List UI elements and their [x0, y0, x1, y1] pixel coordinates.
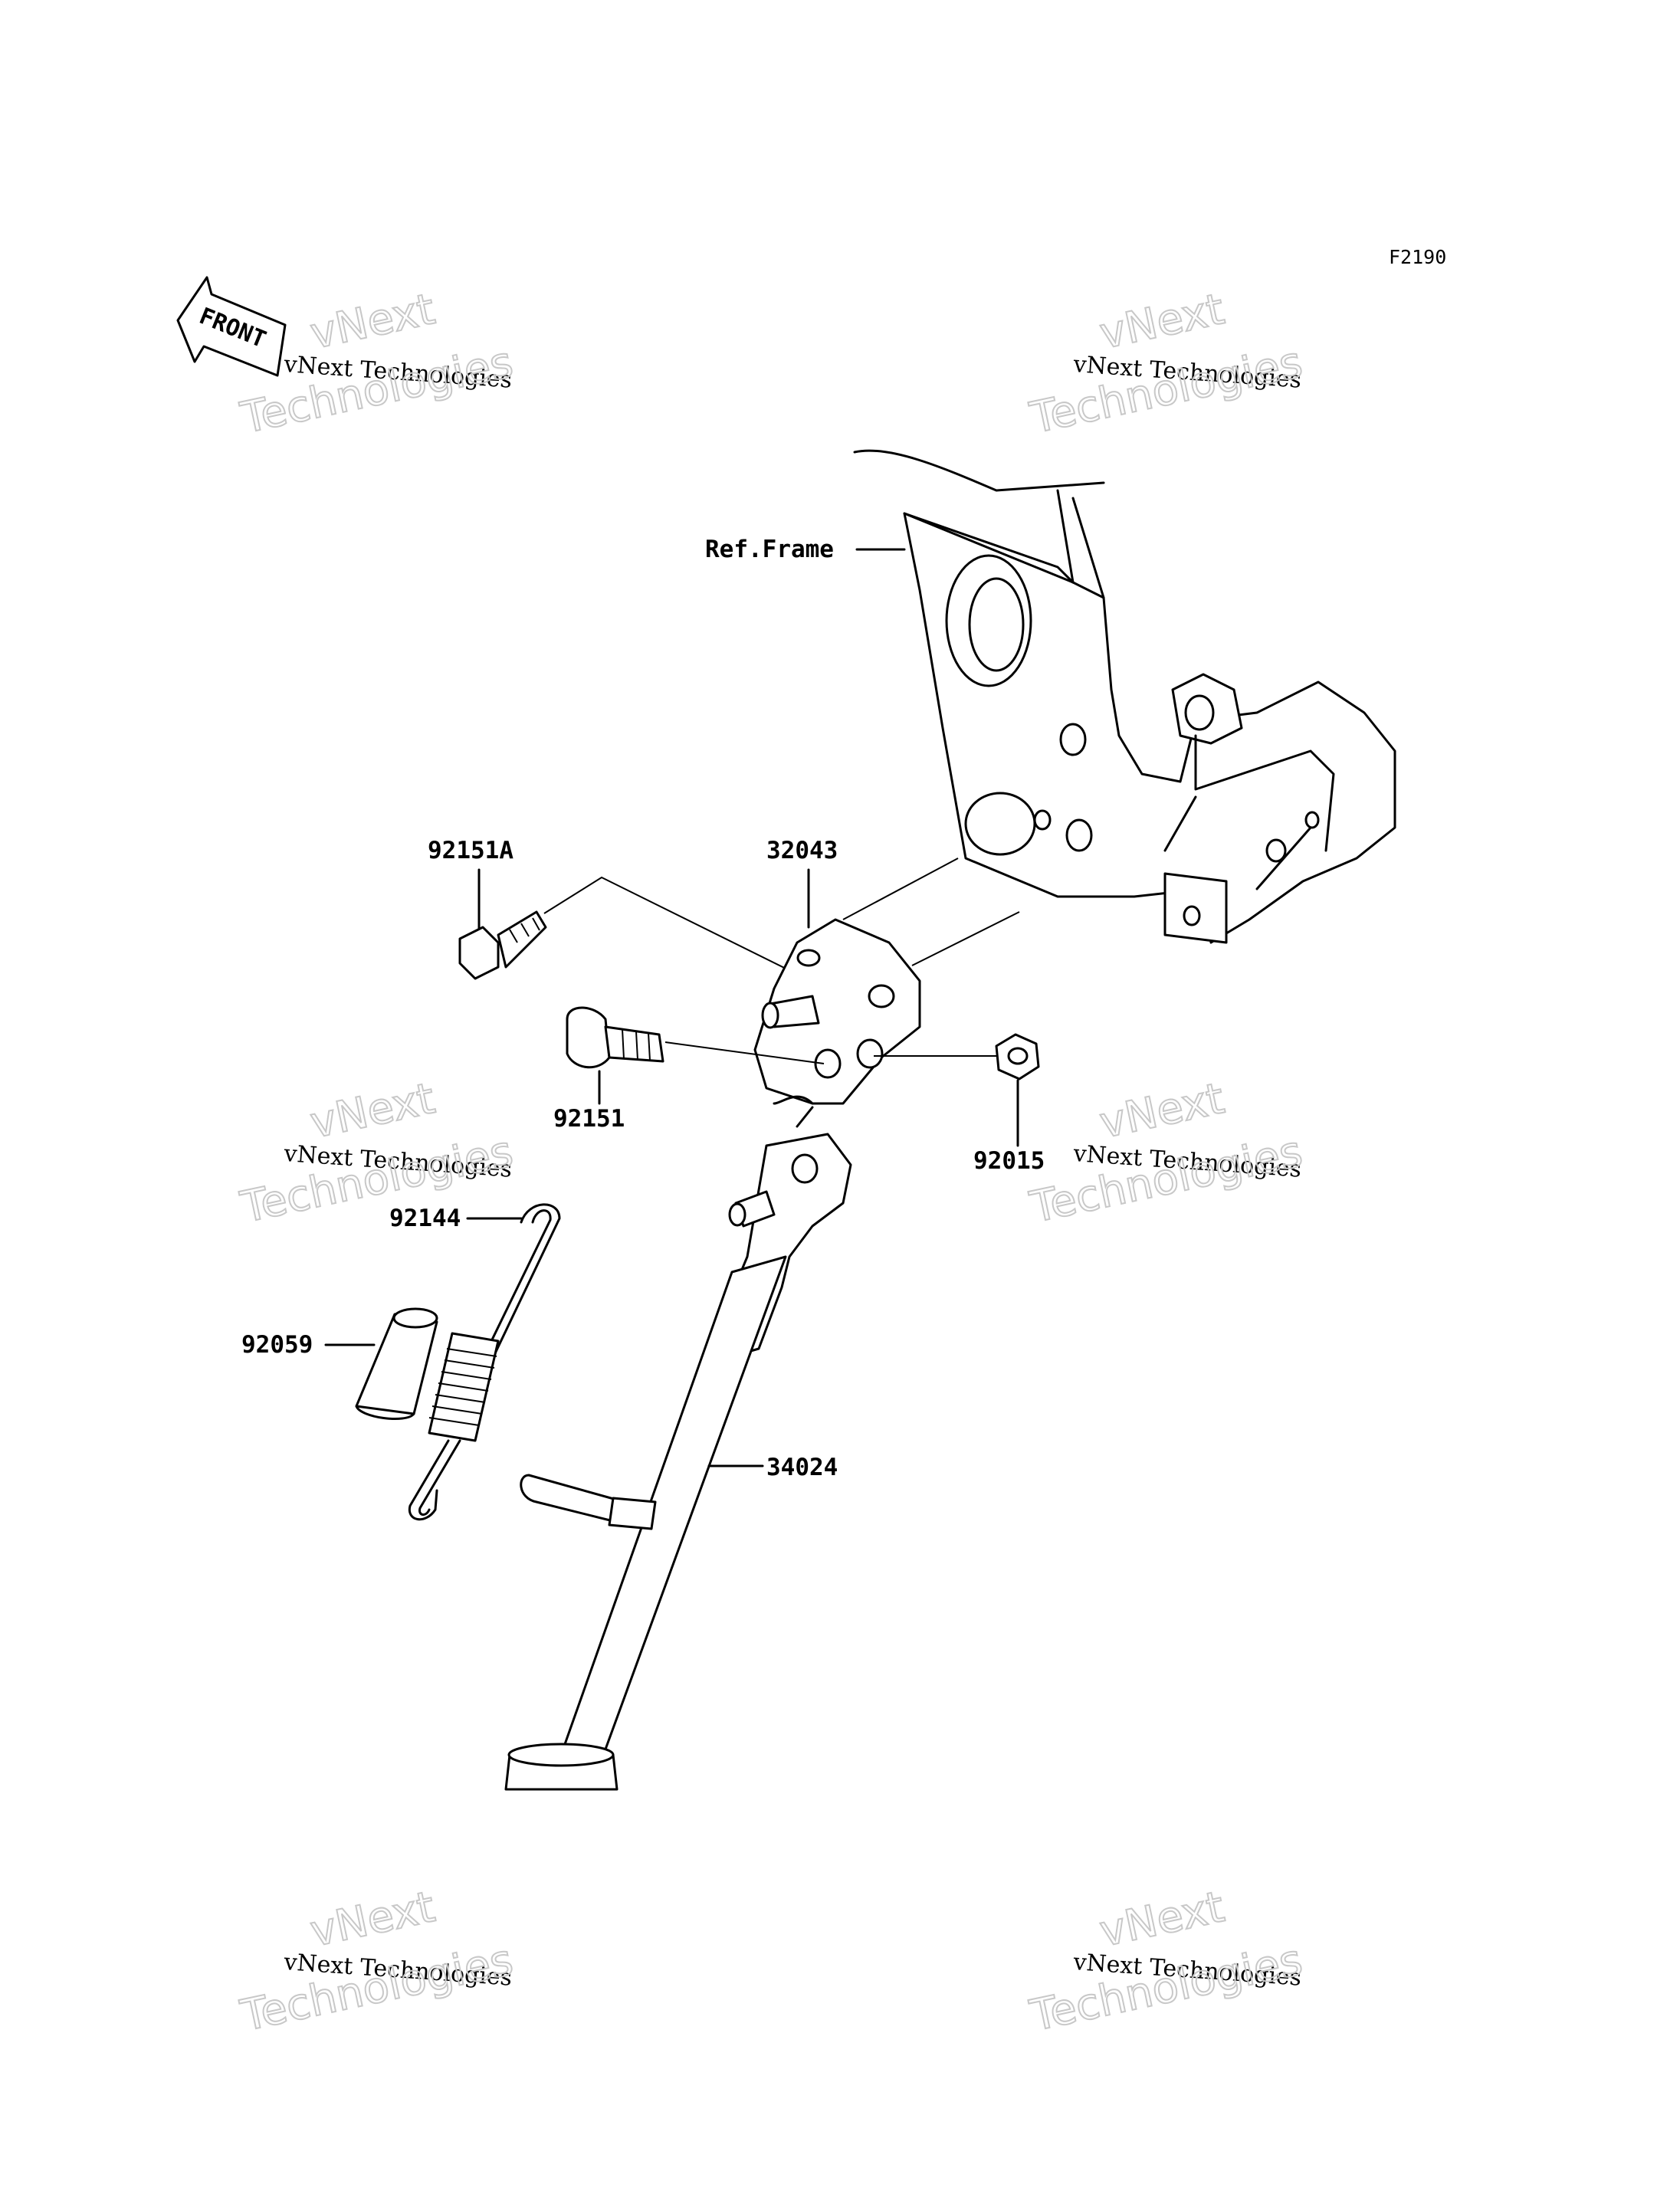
watermark-bottom-left: vNext vNext Technologies Technologies: [235, 1881, 517, 2042]
frame-drawing: [853, 449, 1396, 944]
spring-92144: [408, 1203, 561, 1521]
front-arrow-icon: FRONT: [176, 276, 287, 377]
label-ref-frame: Ref.Frame: [705, 536, 834, 563]
collar-92059: [355, 1307, 438, 1420]
bracket-32043: [753, 918, 921, 1105]
figure-code: F2190: [1389, 246, 1446, 268]
svg-text:Technologies: Technologies: [236, 1126, 517, 1233]
side-stand-34024: [504, 1133, 852, 1791]
label-92059: 92059: [241, 1331, 313, 1359]
watermark-top-right: vNext vNext Technologies Technologies: [1025, 284, 1307, 444]
nut-92015: [995, 1033, 1040, 1080]
label-92151: 92151: [553, 1105, 625, 1133]
svg-text:Technologies: Technologies: [1025, 1126, 1306, 1233]
watermark-bottom-right: vNext vNext Technologies Technologies: [1025, 1881, 1307, 2042]
bolt-92151A: [458, 910, 547, 980]
leader-92151-assembly: [664, 1041, 825, 1064]
svg-text:vNext: vNext: [1095, 284, 1229, 359]
label-34024: 34024: [766, 1454, 838, 1481]
axis-line-upper: [842, 857, 959, 920]
svg-text:vNext: vNext: [306, 1074, 439, 1149]
svg-text:vNext: vNext: [1095, 1882, 1229, 1957]
label-32043: 32043: [766, 837, 838, 864]
leader-92151A-assembly: [543, 876, 842, 997]
svg-text:Technologies: Technologies: [236, 1935, 517, 2041]
bolt-92151: [566, 1006, 664, 1069]
svg-text:Technologies: Technologies: [1025, 337, 1306, 444]
label-92144: 92144: [389, 1205, 461, 1232]
svg-text:vNext: vNext: [306, 1882, 439, 1957]
label-92151A: 92151A: [428, 837, 514, 864]
svg-text:vNext: vNext: [1095, 1074, 1229, 1149]
watermark-mid-right: vNext vNext Technologies Technologies: [1025, 1073, 1307, 1234]
watermark-mid-left: vNext vNext Technologies Technologies: [235, 1073, 517, 1234]
svg-text:Technologies: Technologies: [1025, 1935, 1306, 2041]
axis-line-lower: [911, 911, 1020, 966]
label-92015: 92015: [973, 1147, 1045, 1175]
svg-text:vNext: vNext: [306, 284, 439, 359]
stand-to-bracket-line: [796, 1106, 814, 1128]
